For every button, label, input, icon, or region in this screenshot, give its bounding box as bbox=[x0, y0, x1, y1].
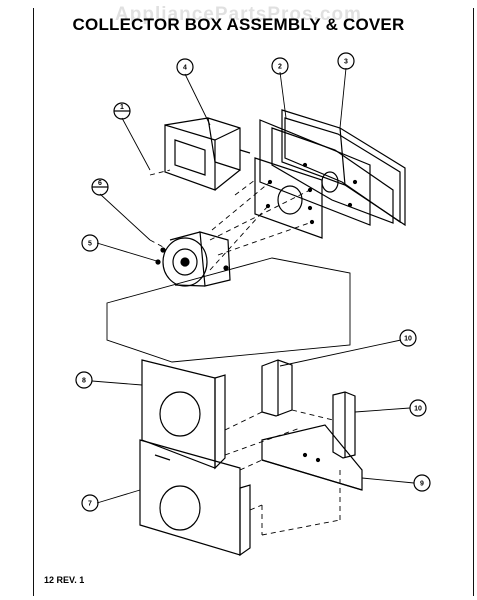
lower-alignment-lines bbox=[224, 409, 341, 536]
callout-2: 2 bbox=[271, 57, 289, 75]
callout-1-label: 1 bbox=[120, 104, 124, 111]
callout-7-label: 7 bbox=[88, 501, 92, 508]
callout-8-label: 8 bbox=[82, 378, 86, 385]
gasket-plate-part bbox=[259, 119, 371, 226]
inducer-motor-part bbox=[155, 231, 231, 287]
diagram-frame bbox=[33, 8, 474, 596]
callout-6: 6 bbox=[91, 178, 109, 196]
callout-4-label: 4 bbox=[183, 65, 187, 72]
diagram-title: COLLECTOR BOX ASSEMBLY & COVER bbox=[72, 15, 405, 34]
collector-box-part bbox=[271, 109, 406, 227]
callout-3: 3 bbox=[337, 52, 355, 70]
callout-2-label: 2 bbox=[278, 64, 282, 71]
page-footer: 12 REV. 1 bbox=[44, 575, 85, 585]
bracket-lower-part bbox=[332, 391, 356, 459]
callout-5: 5 bbox=[81, 234, 99, 252]
vent-hood-part bbox=[164, 117, 251, 191]
callout-4: 4 bbox=[176, 58, 194, 76]
callout-3-label: 3 bbox=[344, 59, 348, 66]
alignment-lines bbox=[149, 169, 313, 271]
lower-cover-part bbox=[139, 439, 251, 557]
callout-7: 7 bbox=[81, 494, 99, 512]
leader-lines bbox=[91, 67, 415, 504]
gasket-sheet-part bbox=[254, 157, 323, 239]
callout-8: 8 bbox=[75, 371, 93, 389]
front-cover-part bbox=[141, 359, 226, 470]
callout-10-lower-label: 10 bbox=[414, 406, 422, 413]
callout-10-upper-label: 10 bbox=[404, 336, 412, 343]
callout-5-label: 5 bbox=[88, 241, 92, 248]
base-plate-part bbox=[261, 424, 363, 491]
callout-10-lower: 10 bbox=[409, 399, 427, 417]
callout-6-label: 6 bbox=[98, 180, 102, 187]
bracket-upper-part bbox=[261, 359, 293, 417]
callout-10-upper: 10 bbox=[399, 329, 417, 347]
cover-panel-outline bbox=[106, 257, 351, 363]
watermark: AppliancePartsPros.com bbox=[115, 4, 362, 25]
callout-1: 1 bbox=[113, 102, 131, 120]
callout-9-label: 9 bbox=[420, 481, 424, 488]
callout-9: 9 bbox=[413, 474, 431, 492]
